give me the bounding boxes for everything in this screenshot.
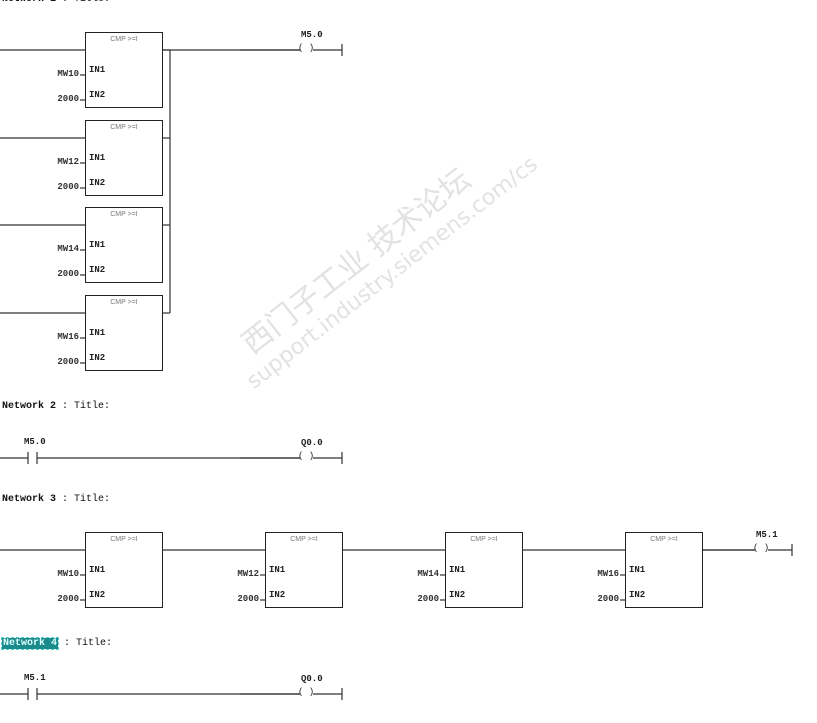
pin-in1: IN1 [449, 565, 466, 575]
operand-in2[interactable]: 2000 [597, 594, 619, 604]
pin-in2: IN2 [89, 265, 106, 275]
coil-address[interactable]: M5.1 [756, 530, 778, 540]
pin-in2: IN2 [89, 353, 106, 363]
pin-in2: IN2 [449, 590, 466, 600]
pin-in2: IN2 [89, 178, 106, 188]
coil-symbol[interactable]: ( ) [753, 543, 770, 553]
operand-in1[interactable]: MW10 [57, 69, 79, 79]
coil-address[interactable]: Q0.0 [301, 438, 323, 448]
pin-in1: IN1 [89, 65, 106, 75]
network-title: : Title: [56, 494, 111, 505]
operand-in1[interactable]: MW14 [57, 244, 79, 254]
contact-address[interactable]: M5.0 [24, 437, 46, 447]
contact-address[interactable]: M5.1 [24, 673, 46, 683]
network-label[interactable]: Network 4 [0, 637, 60, 650]
pin-in2: IN2 [89, 90, 106, 100]
pin-in2: IN2 [629, 590, 646, 600]
operand-in2[interactable]: 2000 [417, 594, 439, 604]
operand-in1[interactable]: MW12 [237, 569, 259, 579]
coil-address[interactable]: Q0.0 [301, 674, 323, 684]
cmp-box-title: CMP >=I [470, 536, 498, 543]
operand-in1[interactable]: MW16 [57, 332, 79, 342]
network-header[interactable]: Network 1 : Title: [2, 0, 110, 5]
pin-in2: IN2 [89, 590, 106, 600]
cmp-box-title: CMP >=I [110, 211, 138, 218]
pin-in1: IN1 [89, 565, 106, 575]
operand-in1[interactable]: MW10 [57, 569, 79, 579]
network-label[interactable]: Network 3 [2, 494, 57, 505]
operand-in2[interactable]: 2000 [57, 182, 79, 192]
operand-in1[interactable]: MW16 [597, 569, 619, 579]
pin-in1: IN1 [89, 153, 106, 163]
network-title: : Title: [58, 638, 113, 649]
pin-in1: IN1 [89, 240, 106, 250]
operand-in1[interactable]: MW14 [417, 569, 439, 579]
pin-in2: IN2 [269, 590, 286, 600]
network-title: : Title: [56, 401, 111, 412]
pin-in1: IN1 [89, 328, 106, 338]
operand-in2[interactable]: 2000 [57, 357, 79, 367]
pin-in1: IN1 [629, 565, 646, 575]
network-header[interactable]: Network 4 : Title: [0, 637, 113, 650]
operand-in1[interactable]: MW12 [57, 157, 79, 167]
cmp-box-title: CMP >=I [110, 299, 138, 306]
coil-symbol[interactable]: ( ) [298, 687, 315, 697]
cmp-box-title: CMP >=I [110, 124, 138, 131]
cmp-box-title: CMP >=I [110, 536, 138, 543]
cmp-box-title: CMP >=I [290, 536, 318, 543]
operand-in2[interactable]: 2000 [57, 94, 79, 104]
network-label[interactable]: Network 2 [2, 401, 57, 412]
coil-symbol[interactable]: ( ) [298, 451, 315, 461]
coil-symbol[interactable]: ( ) [298, 43, 315, 53]
operand-in2[interactable]: 2000 [237, 594, 259, 604]
pin-in1: IN1 [269, 565, 286, 575]
network-header[interactable]: Network 3 : Title: [2, 494, 110, 505]
cmp-box-title: CMP >=I [650, 536, 678, 543]
coil-address[interactable]: M5.0 [301, 30, 323, 40]
network-title: : Title: [56, 0, 110, 5]
network-label[interactable]: Network 1 [2, 0, 56, 5]
operand-in2[interactable]: 2000 [57, 594, 79, 604]
operand-in2[interactable]: 2000 [57, 269, 79, 279]
cmp-box-title: CMP >=I [110, 36, 138, 43]
network-header[interactable]: Network 2 : Title: [2, 401, 110, 412]
